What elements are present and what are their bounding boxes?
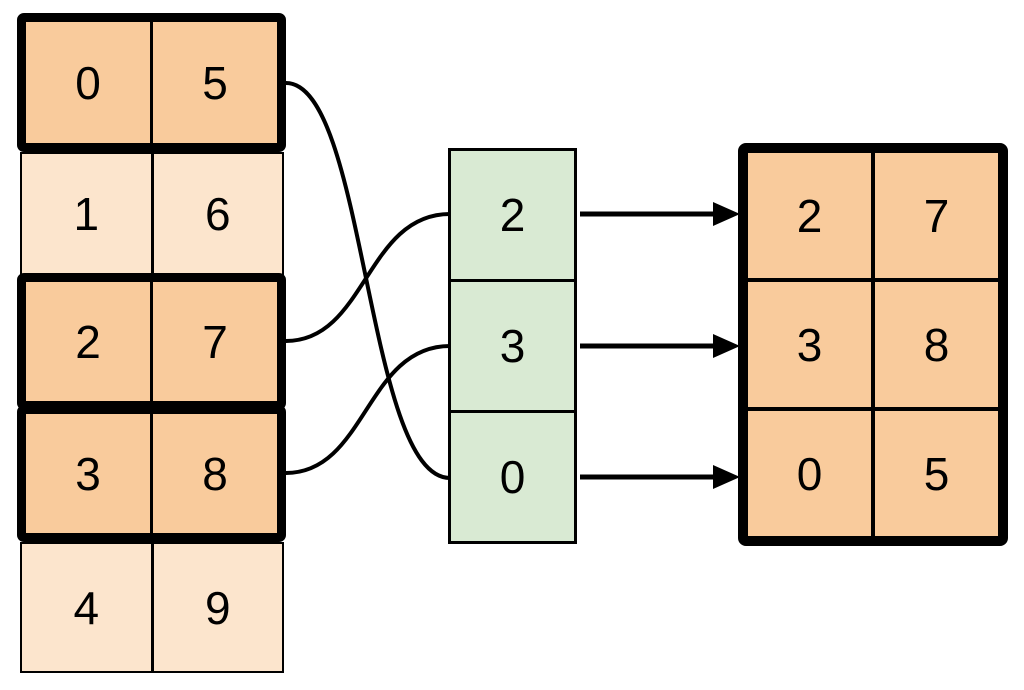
curve-source-row3-to-index1 — [285, 344, 451, 475]
source-cell-r3c1: 8 — [202, 447, 228, 500]
source-cell-r4c1: 9 — [204, 581, 231, 634]
arrowhead-index2-to-result2 — [713, 465, 740, 489]
result-cell-r2c0: 0 — [796, 447, 823, 500]
source-cell-r1c0: 1 — [73, 188, 100, 240]
source-cell-r3c0: 3 — [75, 447, 101, 500]
source-row-1-divider — [150, 154, 154, 274]
source-row-0-divider — [150, 22, 153, 143]
result-row-0: 2 7 — [748, 153, 998, 278]
source-row-4: 4 9 — [20, 542, 284, 673]
source-cell-r1c1: 6 — [204, 188, 231, 240]
source-cell-r0c1: 5 — [202, 56, 228, 109]
result-cell-r2c1: 5 — [871, 411, 998, 536]
source-cell-r2c1: 7 — [202, 315, 228, 368]
arrowhead-index1-to-result1 — [713, 334, 740, 358]
source-row-0-selected: 0 5 — [17, 13, 286, 152]
result-cell-r1c0: 3 — [796, 318, 823, 371]
index-cell-1: 3 — [451, 279, 574, 410]
source-row-3-divider — [150, 414, 153, 533]
result-cell-r0c1: 7 — [871, 153, 998, 278]
curve-source-row2-to-index0 — [285, 212, 451, 343]
index-column: 2 3 0 — [448, 148, 577, 544]
source-row-2-divider — [150, 282, 153, 401]
source-cell-r0c0: 0 — [75, 56, 101, 109]
source-cell-r4c0: 4 — [73, 581, 100, 634]
source-row-2-selected: 2 7 — [17, 273, 286, 410]
result-cell-r0c0: 2 — [796, 189, 823, 242]
curve-source-row0-to-index2 — [285, 81, 451, 480]
source-cell-r2c0: 2 — [75, 315, 101, 368]
result-row-1: 3 8 — [748, 278, 998, 407]
result-table: 2 7 3 8 0 5 — [738, 143, 1008, 546]
arrowhead-index0-to-result0 — [713, 202, 740, 226]
source-row-4-divider — [150, 544, 154, 671]
source-row-1: 1 6 — [20, 152, 284, 276]
source-row-3-selected: 3 8 — [17, 405, 286, 542]
index-cell-2: 0 — [451, 410, 574, 541]
result-row-2: 0 5 — [748, 407, 998, 536]
index-cell-0: 2 — [499, 189, 526, 241]
result-cell-r1c1: 8 — [871, 282, 998, 407]
